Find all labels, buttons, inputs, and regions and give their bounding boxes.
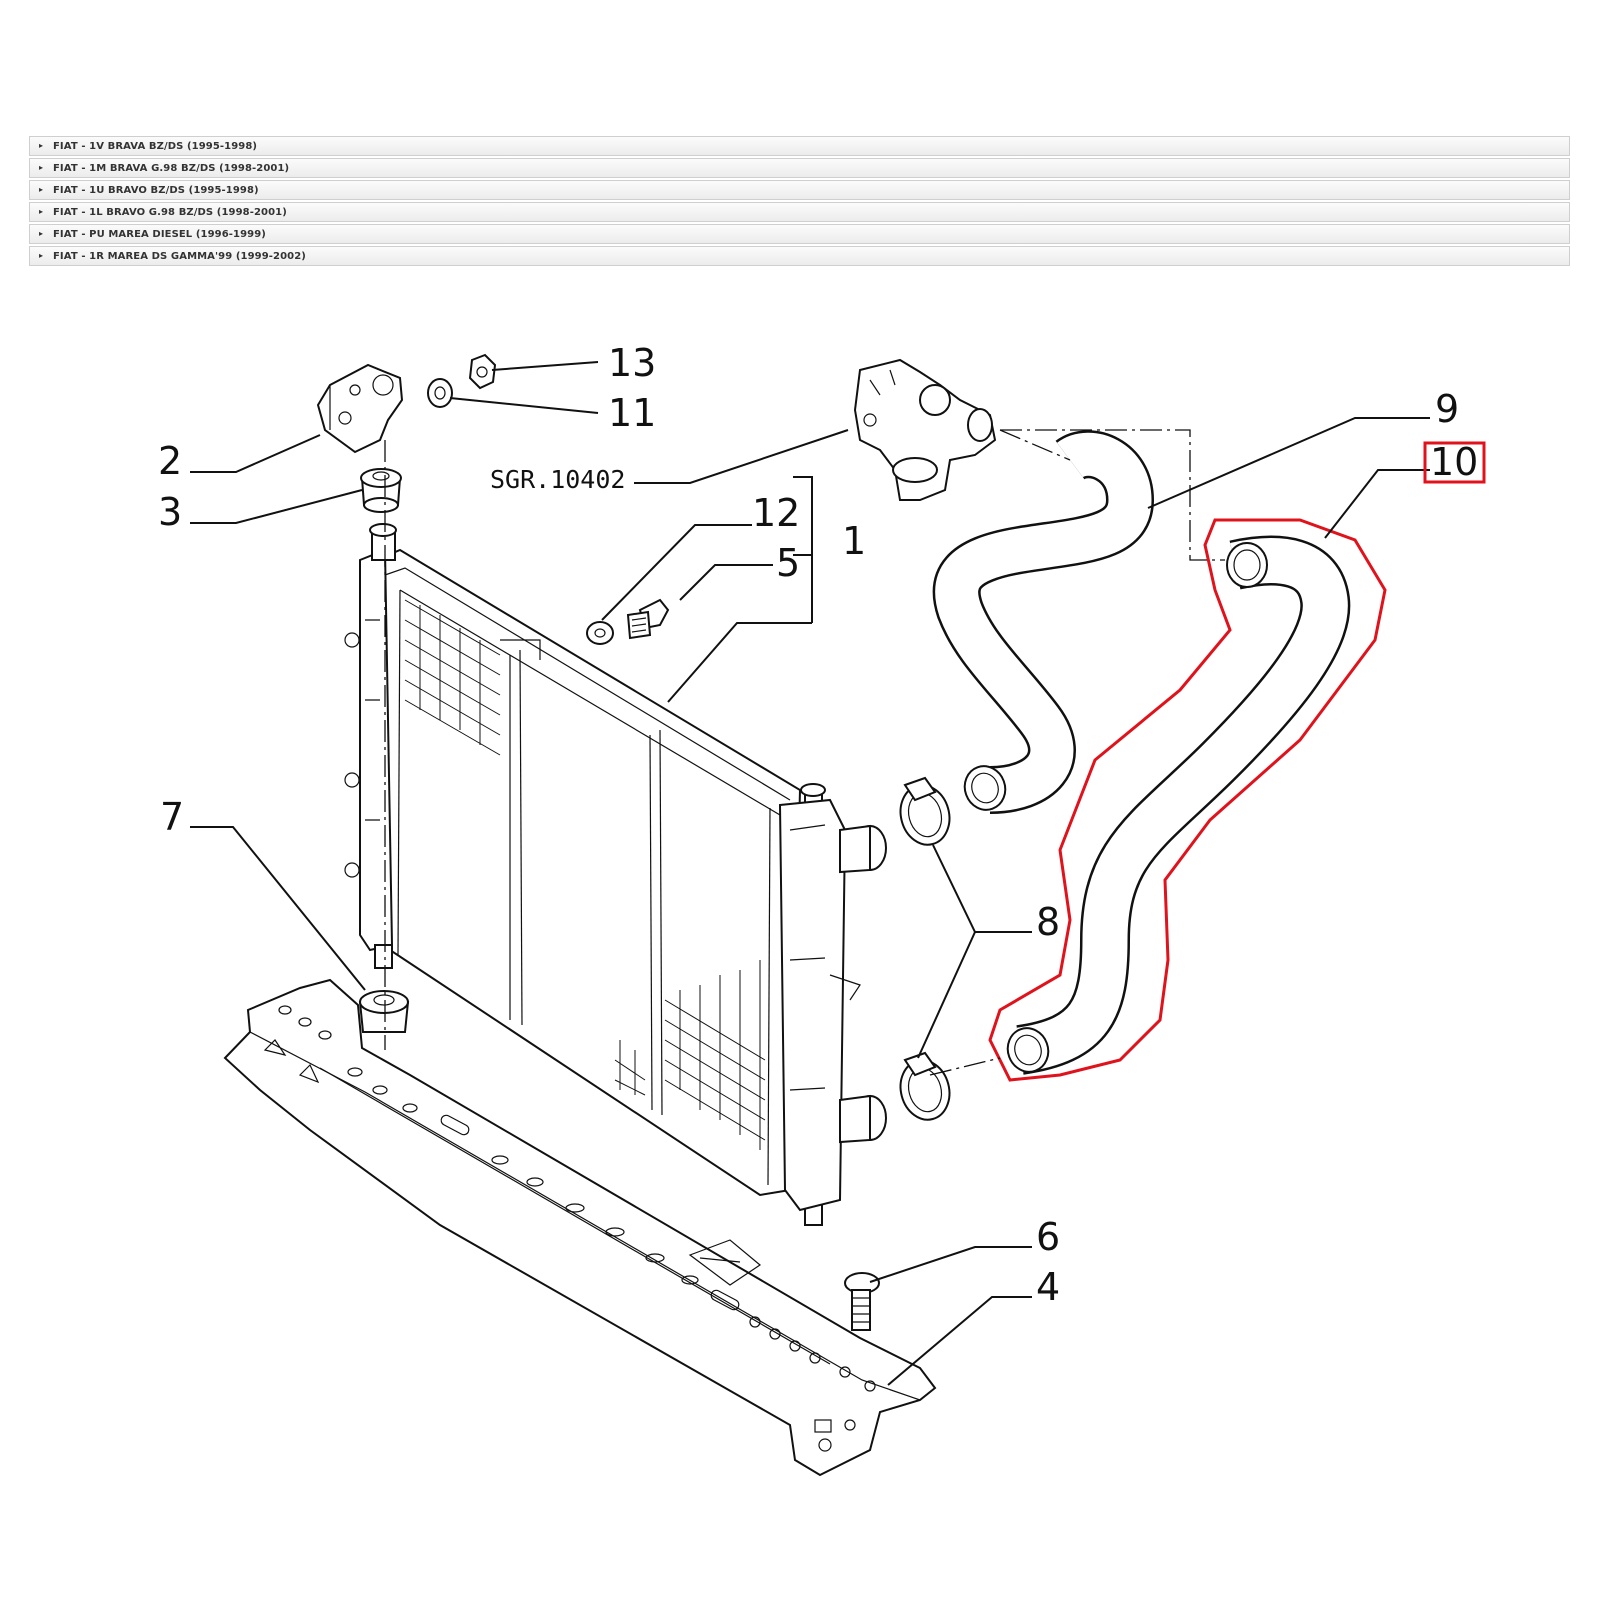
- callout-12: 12: [752, 491, 800, 535]
- upper-hose[interactable]: [932, 430, 1155, 815]
- upper-rubber-mount[interactable]: [360, 468, 402, 513]
- application-row[interactable]: ▸ FIAT - 1L BRAVO G.98 BZ/DS (1998-2001): [29, 202, 1570, 222]
- callout-11: 11: [608, 391, 656, 435]
- hex-nut[interactable]: [468, 353, 497, 390]
- application-label: FIAT - PU MAREA DIESEL (1996-1999): [53, 228, 266, 240]
- radiator-bracket[interactable]: [316, 363, 404, 454]
- centerlines: [384, 429, 1225, 1076]
- lower-hose[interactable]: [1002, 535, 1351, 1078]
- washer[interactable]: [427, 378, 453, 408]
- lower-rubber-mount[interactable]: [358, 990, 410, 1033]
- hose-clamp[interactable]: [894, 1051, 956, 1125]
- expand-triangle-icon: ▸: [39, 207, 44, 216]
- application-row[interactable]: ▸ FIAT - 1R MAREA DS GAMMA'99 (1999-2002…: [29, 246, 1570, 266]
- application-list: ▸ FIAT - 1V BRAVA BZ/DS (1995-1998) ▸ FI…: [29, 136, 1570, 268]
- drain-plug-washer[interactable]: [586, 621, 614, 645]
- callout-10: 10: [1430, 440, 1478, 484]
- highlight-outline: [988, 518, 1387, 1082]
- callout-13: 13: [608, 341, 656, 385]
- application-row[interactable]: ▸ FIAT - 1V BRAVA BZ/DS (1995-1998): [29, 136, 1570, 156]
- callout-8: 8: [1036, 900, 1060, 944]
- expand-triangle-icon: ▸: [39, 163, 44, 172]
- application-label: FIAT - 1M BRAVA G.98 BZ/DS (1998-2001): [53, 162, 290, 174]
- callout-5: 5: [776, 541, 800, 585]
- thermostat-housing[interactable]: [853, 358, 997, 501]
- application-label: FIAT - 1V BRAVA BZ/DS (1995-1998): [53, 140, 258, 152]
- hose-clamp[interactable]: [894, 776, 956, 850]
- expand-triangle-icon: ▸: [39, 251, 44, 260]
- drain-plug[interactable]: [626, 598, 670, 640]
- highlight-box: [1423, 441, 1486, 484]
- callout-3: 3: [158, 490, 182, 534]
- callout-2: 2: [158, 439, 182, 483]
- expand-triangle-icon: ▸: [39, 185, 44, 194]
- callout-6: 6: [1036, 1215, 1060, 1259]
- bolt[interactable]: [844, 1272, 880, 1331]
- lower-crossmember[interactable]: [223, 978, 937, 1477]
- callout-9: 9: [1435, 387, 1459, 431]
- application-row[interactable]: ▸ FIAT - 1M BRAVA G.98 BZ/DS (1998-2001): [29, 158, 1570, 178]
- application-label: FIAT - 1L BRAVO G.98 BZ/DS (1998-2001): [53, 206, 287, 218]
- expand-triangle-icon: ▸: [39, 229, 44, 238]
- application-row[interactable]: ▸ FIAT - 1U BRAVO BZ/DS (1995-1998): [29, 180, 1570, 200]
- reference-code: SGR.10402: [490, 465, 625, 494]
- callout-4: 4: [1036, 1265, 1060, 1309]
- application-label: FIAT - 1U BRAVO BZ/DS (1995-1998): [53, 184, 259, 196]
- application-row[interactable]: ▸ FIAT - PU MAREA DIESEL (1996-1999): [29, 224, 1570, 244]
- radiator[interactable]: [344, 523, 887, 1226]
- expand-triangle-icon: ▸: [39, 141, 44, 150]
- callout-7: 7: [160, 795, 184, 839]
- leader-lines: [190, 361, 1430, 1386]
- application-label: FIAT - 1R MAREA DS GAMMA'99 (1999-2002): [53, 250, 306, 262]
- callout-1: 1: [842, 519, 866, 563]
